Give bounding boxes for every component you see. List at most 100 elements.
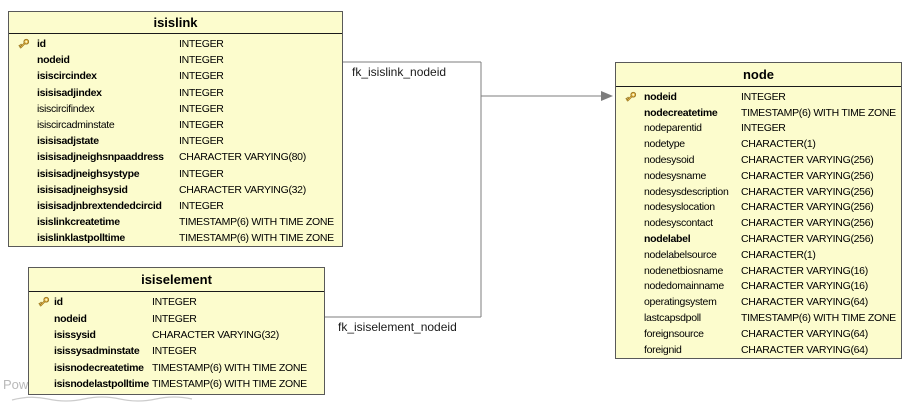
- key-cell: [18, 54, 37, 66]
- entity-table-node[interactable]: node nodeid INTEGER nodecreatetime TIMES…: [615, 62, 902, 359]
- table-row: nodenetbiosname CHARACTER VARYING(16): [616, 263, 901, 279]
- table-title: node: [616, 63, 901, 87]
- fk-label-isislink-nodeid: fk_isislink_nodeid: [352, 65, 447, 79]
- table-row: isisisadjnbrextendedcircid INTEGER: [9, 198, 342, 214]
- key-cell: [38, 329, 54, 341]
- field-type: INTEGER: [152, 296, 197, 309]
- field-type: CHARACTER VARYING(16): [741, 264, 868, 277]
- table-row: nodesysdescription CHARACTER VARYING(256…: [616, 184, 901, 200]
- field-type: TIMESTAMP(6) WITH TIME ZONE: [152, 378, 307, 391]
- key-cell: [18, 232, 37, 244]
- field-type: CHARACTER VARYING(80): [179, 151, 306, 164]
- field-name: nodetype: [644, 138, 685, 151]
- field-type: CHARACTER VARYING(256): [741, 169, 874, 182]
- key-cell: [18, 135, 37, 147]
- table-rows: id INTEGER nodeid INTEGER isiscircindex …: [9, 34, 342, 246]
- field-type: INTEGER: [179, 167, 224, 180]
- key-cell: [625, 138, 644, 150]
- table-row: isisisadjneighsnpaaddress CHARACTER VARY…: [9, 149, 342, 165]
- table-row: id INTEGER: [29, 294, 324, 310]
- field-name: isisisadjneighsystype: [37, 167, 140, 180]
- field-name: nodesysoid: [644, 154, 695, 167]
- table-row: nodeid INTEGER: [9, 52, 342, 68]
- field-type: INTEGER: [152, 345, 197, 358]
- table-title: isiselement: [29, 268, 324, 292]
- field-type: INTEGER: [152, 312, 197, 325]
- field-type: INTEGER: [179, 86, 224, 99]
- table-row: nodecreatetime TIMESTAMP(6) WITH TIME ZO…: [616, 105, 901, 121]
- field-type: CHARACTER VARYING(64): [741, 296, 868, 309]
- key-cell: [18, 119, 37, 131]
- key-cell: [38, 313, 54, 325]
- table-rows: nodeid INTEGER nodecreatetime TIMESTAMP(…: [616, 87, 901, 358]
- table-row: nodelabelsource CHARACTER(1): [616, 247, 901, 263]
- key-cell: [625, 170, 644, 182]
- table-row: operatingsystem CHARACTER VARYING(64): [616, 294, 901, 310]
- field-name: nodelabelsource: [644, 248, 717, 261]
- field-name: isissysid: [54, 328, 96, 341]
- field-name: lastcapsdpoll: [644, 312, 701, 325]
- table-row: isisisadjindex INTEGER: [9, 85, 342, 101]
- table-row: foreignid CHARACTER VARYING(64): [616, 342, 901, 358]
- field-name: id: [54, 296, 63, 309]
- field-name: isislinkcreatetime: [37, 216, 120, 229]
- field-name: isisnodecreatetime: [54, 361, 144, 374]
- key-cell: [625, 344, 644, 356]
- table-row: isislinkcreatetime TIMESTAMP(6) WITH TIM…: [9, 214, 342, 230]
- table-row: isiscircindex INTEGER: [9, 68, 342, 84]
- table-row: nodesysoid CHARACTER VARYING(256): [616, 152, 901, 168]
- field-name: isisisadjneighsysid: [37, 183, 128, 196]
- field-type: CHARACTER VARYING(32): [179, 183, 306, 196]
- field-name: nodeid: [54, 312, 87, 325]
- field-name: isiscircindex: [37, 70, 97, 83]
- key-cell: [18, 70, 37, 82]
- field-name: nodeid: [37, 54, 70, 67]
- entity-table-isislink[interactable]: isislink id INTEGER nodeid INTEGER isisc…: [8, 11, 343, 248]
- field-type: TIMESTAMP(6) WITH TIME ZONE: [179, 232, 334, 245]
- field-name: nodesysdescription: [644, 185, 729, 198]
- field-type: CHARACTER VARYING(256): [741, 185, 874, 198]
- field-name: isisisadjstate: [37, 135, 99, 148]
- field-type: INTEGER: [179, 38, 224, 51]
- field-name: nodeid: [644, 90, 677, 103]
- table-row: nodeid INTEGER: [616, 89, 901, 105]
- key-cell: [18, 87, 37, 99]
- key-cell: [625, 280, 644, 292]
- key-cell: [38, 362, 54, 374]
- key-icon: [18, 38, 30, 50]
- field-name: isisisadjindex: [37, 86, 102, 99]
- field-type: CHARACTER(1): [741, 138, 816, 151]
- field-name: nodedomainname: [644, 280, 724, 293]
- field-name: nodesyscontact: [644, 217, 713, 230]
- field-name: isissysadminstate: [54, 345, 140, 358]
- key-cell: [18, 168, 37, 180]
- field-type: CHARACTER(1): [741, 248, 816, 261]
- field-type: CHARACTER VARYING(256): [741, 233, 874, 246]
- field-name: foreignid: [644, 343, 682, 356]
- field-name: nodecreatetime: [644, 106, 718, 119]
- key-cell: [38, 378, 54, 390]
- field-name: isiscircifindex: [37, 102, 95, 115]
- field-type: TIMESTAMP(6) WITH TIME ZONE: [179, 216, 334, 229]
- key-cell: [625, 312, 644, 324]
- field-type: INTEGER: [179, 102, 224, 115]
- field-name: id: [37, 38, 46, 51]
- field-type: CHARACTER VARYING(64): [741, 343, 868, 356]
- key-cell: [625, 233, 644, 245]
- field-type: TIMESTAMP(6) WITH TIME ZONE: [741, 312, 896, 325]
- field-name: isiscircadminstate: [37, 119, 115, 132]
- field-name: nodenetbiosname: [644, 264, 723, 277]
- table-row: id INTEGER: [9, 36, 342, 52]
- table-title: isislink: [9, 12, 342, 34]
- table-row: isissysid CHARACTER VARYING(32): [29, 327, 324, 343]
- entity-table-isiselement[interactable]: isiselement id INTEGER nodeid INTEGER is…: [28, 267, 325, 396]
- key-cell: [625, 328, 644, 340]
- table-row: nodetype CHARACTER(1): [616, 136, 901, 152]
- table-row: foreignsource CHARACTER VARYING(64): [616, 326, 901, 342]
- field-type: INTEGER: [179, 199, 224, 212]
- table-row: nodedomainname CHARACTER VARYING(16): [616, 279, 901, 295]
- table-row: nodesysname CHARACTER VARYING(256): [616, 168, 901, 184]
- key-cell: [625, 249, 644, 261]
- table-row: isissysadminstate INTEGER: [29, 343, 324, 359]
